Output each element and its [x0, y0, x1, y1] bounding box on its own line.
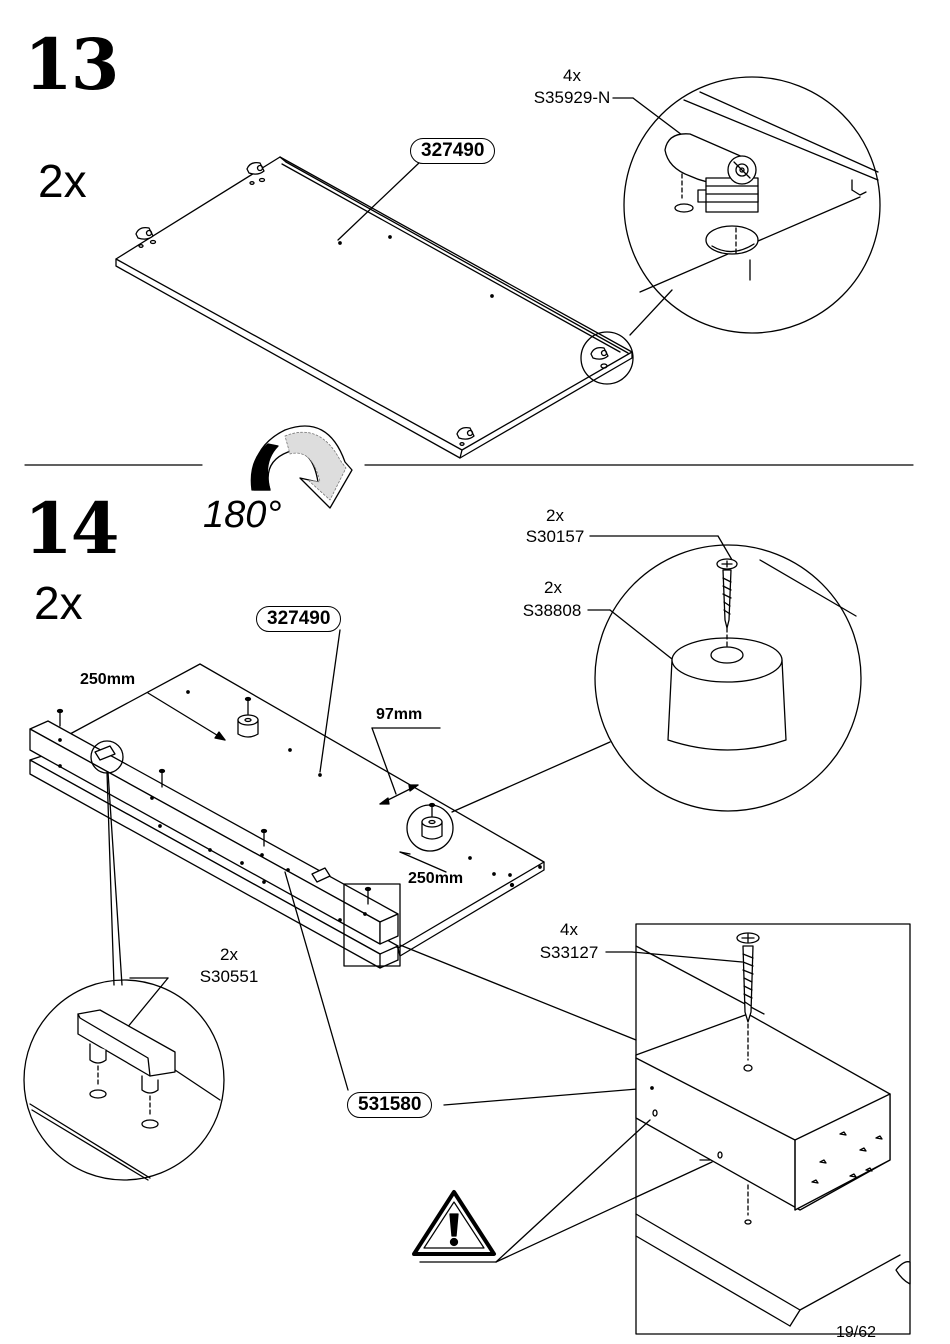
dimension-lines [147, 692, 447, 873]
long-screw-quantity: 4x [560, 920, 578, 939]
step-14-panel-part: 327490 [256, 606, 342, 632]
dimension-right: 250mm [408, 870, 464, 887]
dowel-zoom-line [107, 771, 123, 986]
rotation-label: 180° [203, 494, 282, 536]
foot-zoom-line [451, 741, 611, 813]
step13-panel-drawing [115, 156, 633, 459]
rotate-arrow-icon [250, 425, 353, 509]
beam-leader-line [284, 871, 349, 1091]
dowel-detail [23, 977, 225, 1181]
dowel-code: S30551 [199, 967, 259, 986]
panel-leader-line-14 [319, 629, 341, 773]
dimension-left: 250mm [80, 671, 136, 688]
step-14-quantity: 2x [34, 577, 83, 629]
zoom-link-line [629, 289, 673, 336]
fitting-code: S35929-N [533, 88, 611, 107]
screw-code: S30157 [525, 527, 585, 546]
beam-531580 [29, 720, 401, 969]
long-screw-detail [605, 923, 911, 1335]
step-13-panel-part: 327490 [410, 138, 496, 164]
cam-fitting-detail [623, 76, 881, 334]
dimension-edge: 97mm [376, 706, 423, 723]
fitting-quantity: 4x [563, 66, 581, 85]
cam-fittings [135, 161, 634, 446]
warning-triangle-icon [412, 1119, 713, 1263]
step-14-number: 14 [24, 487, 119, 570]
step-13-number: 13 [24, 23, 119, 106]
beam-zoom-line [399, 944, 637, 1041]
step-13-quantity: 2x [38, 155, 87, 207]
dowel-quantity: 2x [220, 945, 238, 964]
step-14-beam-part: 531580 [347, 1092, 433, 1118]
foot-code: S38808 [522, 601, 582, 620]
long-screw-code: S33127 [539, 943, 599, 962]
screw-quantity: 2x [546, 506, 564, 525]
step14-screws [56, 708, 372, 905]
feet-on-panel [237, 696, 454, 852]
panel-leader-line [337, 161, 421, 241]
page-number: 19/62 [836, 1324, 877, 1341]
foot-quantity: 2x [544, 578, 562, 597]
foot-detail [587, 535, 862, 812]
